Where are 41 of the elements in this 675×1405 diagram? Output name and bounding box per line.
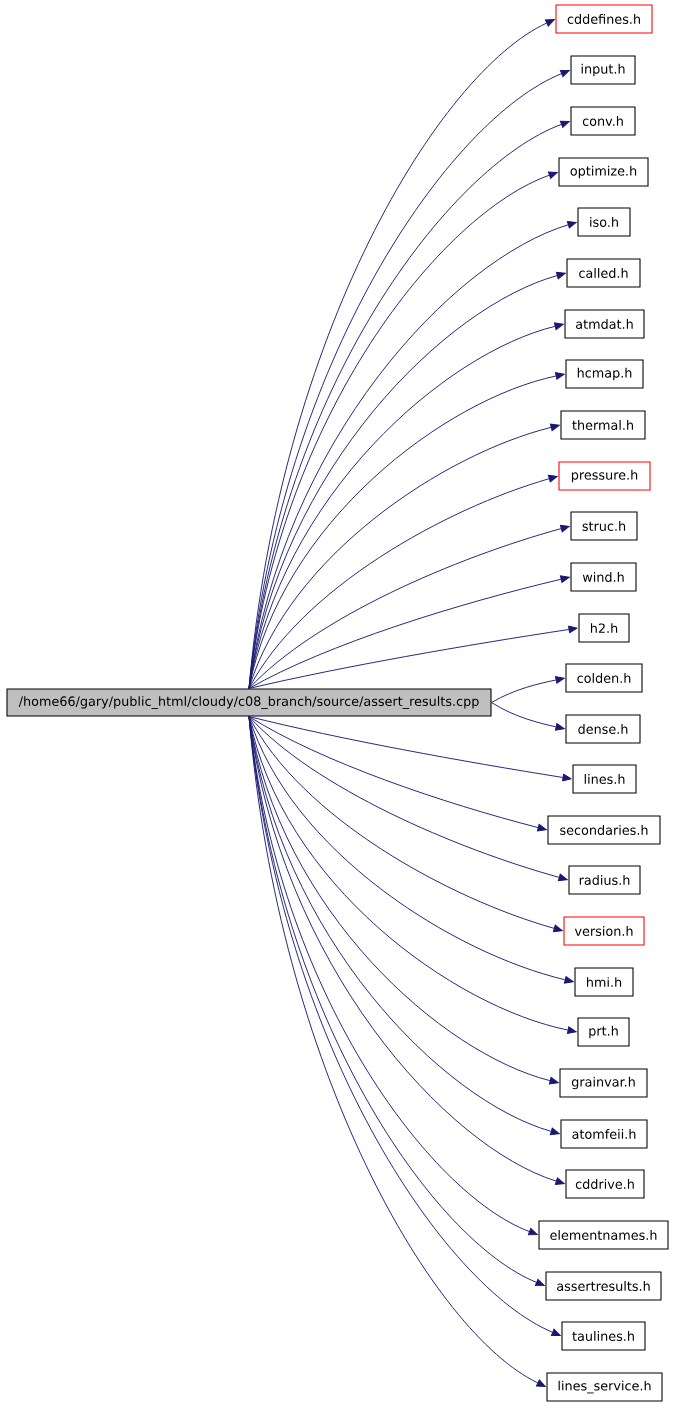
header-file-box: dense.h [565,714,641,744]
header-file-box: cddrive.h [565,1169,645,1199]
arrow [248,716,563,933]
header-file-box: thermal.h [560,410,646,440]
header-file-box: grainvar.h [559,1068,648,1098]
header-file-box: h2.h [578,613,630,643]
header-file-box: conv.h [570,106,636,136]
header-file-box: pressure.h [558,461,651,491]
arrow [491,702,565,731]
header-file-box: prt.h [577,1017,630,1047]
header-file-box: atmdat.h [564,309,645,339]
header-file-box: hcmap.h [565,359,644,389]
arrow [248,716,572,782]
header-file-box: radius.h [568,865,641,895]
arrow [248,716,547,832]
header-file-box: lines.h [572,764,637,794]
arrow [248,716,574,984]
header-file-box: optimize.h [558,157,649,187]
arrow [248,524,570,689]
arrow [248,716,568,882]
arrow [248,474,558,689]
header-file-box: elementnames.h [538,1220,669,1250]
header-file-box: atomfeii.h [560,1119,648,1149]
header-file-box: struc.h [570,511,638,541]
header-file-box: called.h [566,258,641,288]
header-file-box: iso.h [577,207,631,237]
header-file-box: lines_service.h [546,1372,663,1402]
header-file-box: assertresults.h [545,1271,662,1301]
arrow [248,575,570,689]
arrow [491,676,565,703]
source-file-box: /home66/gary/public_html/cloudy/c08_branch/source/assert_results.cpp [6,688,492,717]
header-file-box: version.h [563,916,645,946]
header-file-box: wind.h [570,562,637,592]
arrow [248,423,560,689]
header-file-box: input.h [570,55,636,85]
header-file-box: cddefines.h [555,4,653,34]
arrow [248,625,578,689]
header-file-box: hmi.h [574,967,634,997]
header-file-box: colden.h [565,663,643,693]
header-file-box: taulines.h [561,1321,646,1351]
header-file-box: secondaries.h [547,815,661,845]
